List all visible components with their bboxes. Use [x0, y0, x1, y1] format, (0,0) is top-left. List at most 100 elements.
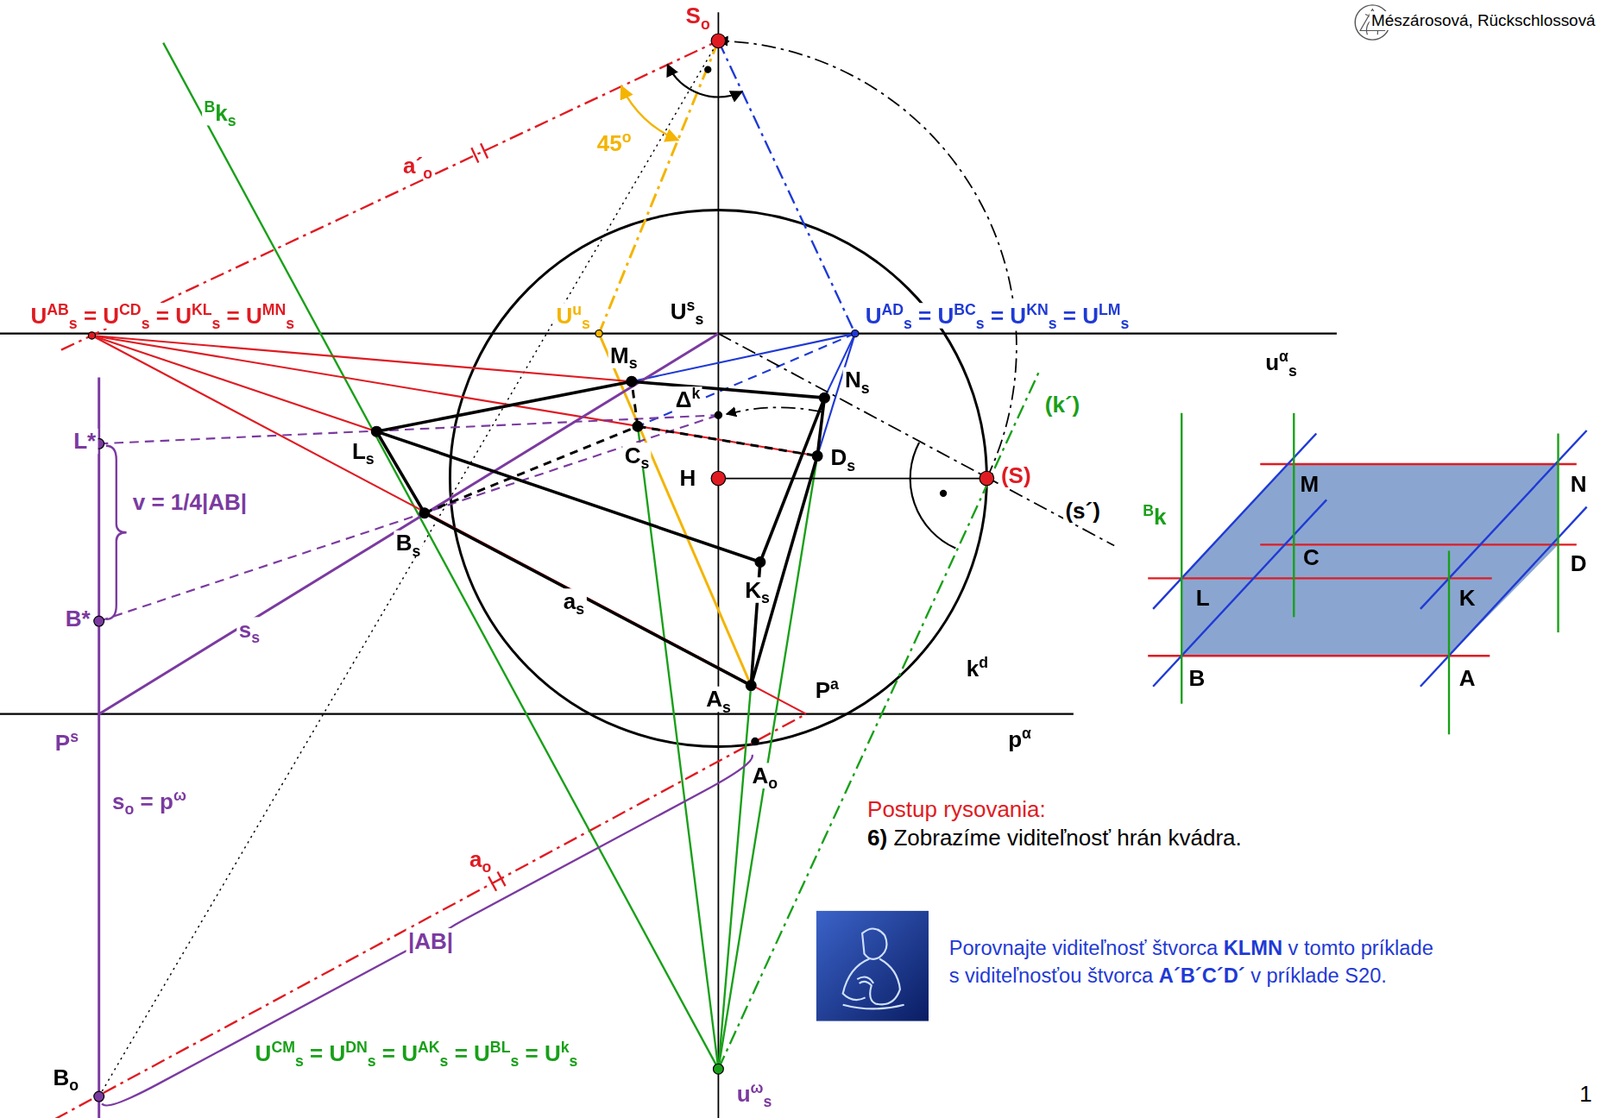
trace-line [97, 377, 101, 1118]
inset-edge [1292, 413, 1295, 618]
inset-edge [1420, 507, 1588, 687]
point-label: H [677, 465, 699, 492]
point-label: As [704, 686, 733, 713]
point-label: UABs = UCDs = UKLs = UMNs [28, 302, 297, 329]
point-label: Bks [201, 100, 239, 126]
right-angle-dot [940, 490, 947, 497]
point-label: so = pω [110, 788, 189, 815]
inset-label: M [1297, 471, 1321, 498]
point-label: Pa [812, 677, 841, 704]
inset-label: B [1186, 665, 1208, 692]
inset-label: N [1568, 471, 1589, 498]
point-label: Ls [350, 438, 377, 465]
vanishing-ray [91, 335, 807, 715]
inset-edge [1152, 499, 1327, 687]
point-label: (k´) [1042, 391, 1082, 418]
right-angle-mark [910, 442, 957, 549]
point-label: uαs [1263, 350, 1299, 377]
point-label: Ao [749, 762, 780, 789]
rotated-point [94, 1091, 105, 1103]
height-transfer-line [99, 415, 719, 444]
horizon-line [0, 332, 1337, 334]
point-label: Uus [554, 302, 593, 329]
height-transfer-line [99, 415, 719, 622]
hidden-edge [631, 381, 638, 427]
inset-edge [1147, 655, 1490, 657]
note-text: 6) Zobrazíme viditeľnosť hrán kvádra. [865, 825, 1244, 852]
equal-length-tick [480, 143, 488, 158]
viewing-ray [598, 40, 719, 334]
note-text: Postup rysovania: [865, 796, 1049, 823]
point-label: UCMs = UDNs = UAKs = UBLs = Uks [252, 1040, 580, 1067]
point-label: v = 1/4|AB| [130, 490, 249, 517]
height-point [94, 616, 105, 627]
vanishing-point [712, 1064, 724, 1075]
vanishing-ray [817, 333, 856, 457]
dimension-bracket [106, 446, 127, 620]
point-label: Ds [828, 445, 857, 472]
point-label: Bo [50, 1064, 81, 1091]
equal-length-tick [471, 147, 479, 163]
point-label: kd [963, 655, 990, 682]
point-label: uωs [734, 1081, 774, 1108]
point-label: ss [236, 617, 262, 643]
right-angle-dot [705, 66, 712, 73]
vertical-vanishing-ray [637, 426, 719, 1070]
vertex-point [371, 426, 382, 437]
vanishing-ray [91, 335, 631, 382]
visible-edge [424, 513, 751, 687]
principal-point [711, 471, 726, 486]
principal-vertical-line [718, 12, 720, 1118]
visible-edge [750, 456, 818, 687]
inset-edge [1152, 434, 1317, 610]
rotated-edge-line [61, 40, 719, 350]
point-label: Δk [673, 386, 702, 413]
point-label: Bs [393, 530, 423, 557]
vertex-point [632, 421, 643, 432]
point-label: So [683, 2, 712, 29]
thinker-icon [816, 911, 929, 1022]
vertex-point [419, 508, 430, 519]
point-label: 1 [1577, 1081, 1594, 1108]
auxiliary-line [99, 40, 719, 1097]
vertex-point [812, 451, 823, 462]
visible-edge [631, 381, 825, 398]
vanishing-ray [91, 335, 377, 432]
note-text: Porovnajte viditeľnosť štvorca KLMN v to… [946, 934, 1436, 990]
visible-edge [376, 381, 632, 432]
inset-edge [1420, 430, 1588, 610]
ground-line [0, 712, 1074, 715]
point-label: B* [62, 605, 93, 632]
rotation-arc [726, 407, 823, 415]
vanishing-ray [631, 333, 856, 383]
point-label: pα [1006, 726, 1034, 753]
distance-circle [449, 210, 987, 748]
inset-edge [1556, 434, 1559, 634]
point-label: Uss [667, 298, 706, 325]
point-label: Ns [843, 367, 872, 394]
inset-label: L [1193, 585, 1212, 612]
point-label: Ms [608, 342, 640, 369]
visible-edge [760, 397, 825, 562]
inset-label: D [1568, 550, 1589, 577]
vertex-point [745, 680, 756, 692]
rotation-arc [718, 40, 1016, 479]
visible-edge [376, 431, 425, 514]
rotated-center-point [979, 471, 995, 486]
point-label: ao [467, 846, 494, 873]
vertical-vanishing-ray [718, 456, 818, 1071]
vertex-point [818, 392, 830, 404]
height-scale-line [99, 333, 719, 715]
vertical-vanishing-ray [718, 686, 751, 1071]
dimension-bracket [101, 755, 753, 1106]
point-label: Cs [622, 442, 651, 469]
inset-label: Bk [1140, 503, 1169, 530]
rotated-point [751, 737, 759, 745]
inset-label: A [1456, 665, 1478, 692]
hidden-edge [424, 426, 638, 514]
auxiliary-point [714, 411, 722, 419]
vertical-vanishing-ray [163, 43, 719, 1070]
point-label: L* [71, 428, 99, 455]
hidden-edge [637, 426, 818, 456]
point-label: |AB| [406, 928, 456, 955]
